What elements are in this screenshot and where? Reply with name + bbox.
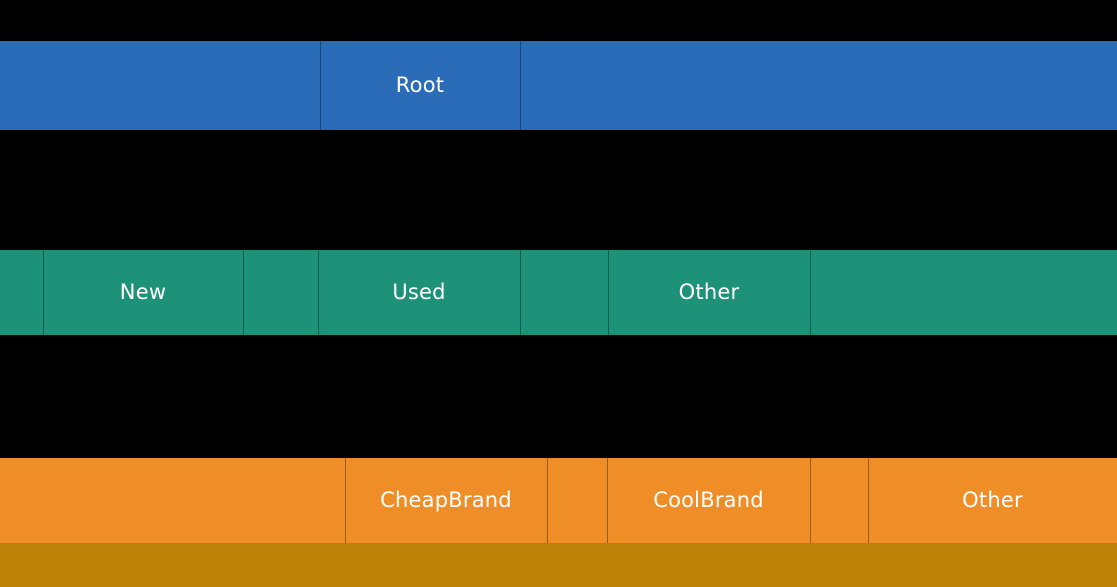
segment-divider (608, 250, 609, 335)
icicle-segment-label: Other (678, 280, 740, 304)
icicle-segment-unlabeled[interactable] (0, 543, 1117, 587)
segment-divider (868, 458, 869, 543)
segment-divider (607, 458, 608, 543)
leaf-level (0, 543, 1117, 587)
icicle-segment-cheapbrand[interactable]: CheapBrand (345, 458, 547, 543)
segment-divider (810, 458, 811, 543)
icicle-segment-label: New (119, 280, 167, 304)
icicle-segment-other[interactable]: Other (868, 458, 1117, 543)
category-level: New Used Other (0, 250, 1117, 335)
icicle-segment-label: Root (395, 73, 445, 97)
icicle-segment-label: Used (392, 280, 446, 304)
icicle-segment-label: CoolBrand (653, 488, 764, 512)
brand-level: CheapBrand CoolBrand Other (0, 458, 1117, 543)
segment-divider (318, 250, 319, 335)
icicle-segment-used[interactable]: Used (318, 250, 520, 335)
icicle-segment-root[interactable]: Root (320, 41, 520, 130)
segment-divider (810, 250, 811, 335)
icicle-segment-unlabeled[interactable] (520, 41, 1117, 130)
segment-divider (243, 250, 244, 335)
icicle-segment-unlabeled[interactable] (0, 458, 345, 543)
segment-divider (345, 458, 346, 543)
icicle-segment-unlabeled[interactable] (810, 250, 1117, 335)
icicle-segment-new[interactable]: New (43, 250, 243, 335)
segment-divider (320, 41, 321, 130)
icicle-segment-unlabeled[interactable] (0, 41, 320, 130)
icicle-segment-label: CheapBrand (380, 488, 512, 512)
icicle-segment-other[interactable]: Other (608, 250, 810, 335)
segment-divider (520, 41, 521, 130)
icicle-segment-unlabeled[interactable] (243, 250, 318, 335)
icicle-segment-coolbrand[interactable]: CoolBrand (607, 458, 810, 543)
icicle-segment-unlabeled[interactable] (520, 250, 608, 335)
root-level: Root (0, 41, 1117, 130)
icicle-segment-unlabeled[interactable] (0, 250, 43, 335)
icicle-segment-unlabeled[interactable] (547, 458, 607, 543)
segment-divider (547, 458, 548, 543)
icicle-segment-label: Other (962, 488, 1023, 512)
segment-divider (520, 250, 521, 335)
icicle-segment-unlabeled[interactable] (810, 458, 868, 543)
segment-divider (43, 250, 44, 335)
